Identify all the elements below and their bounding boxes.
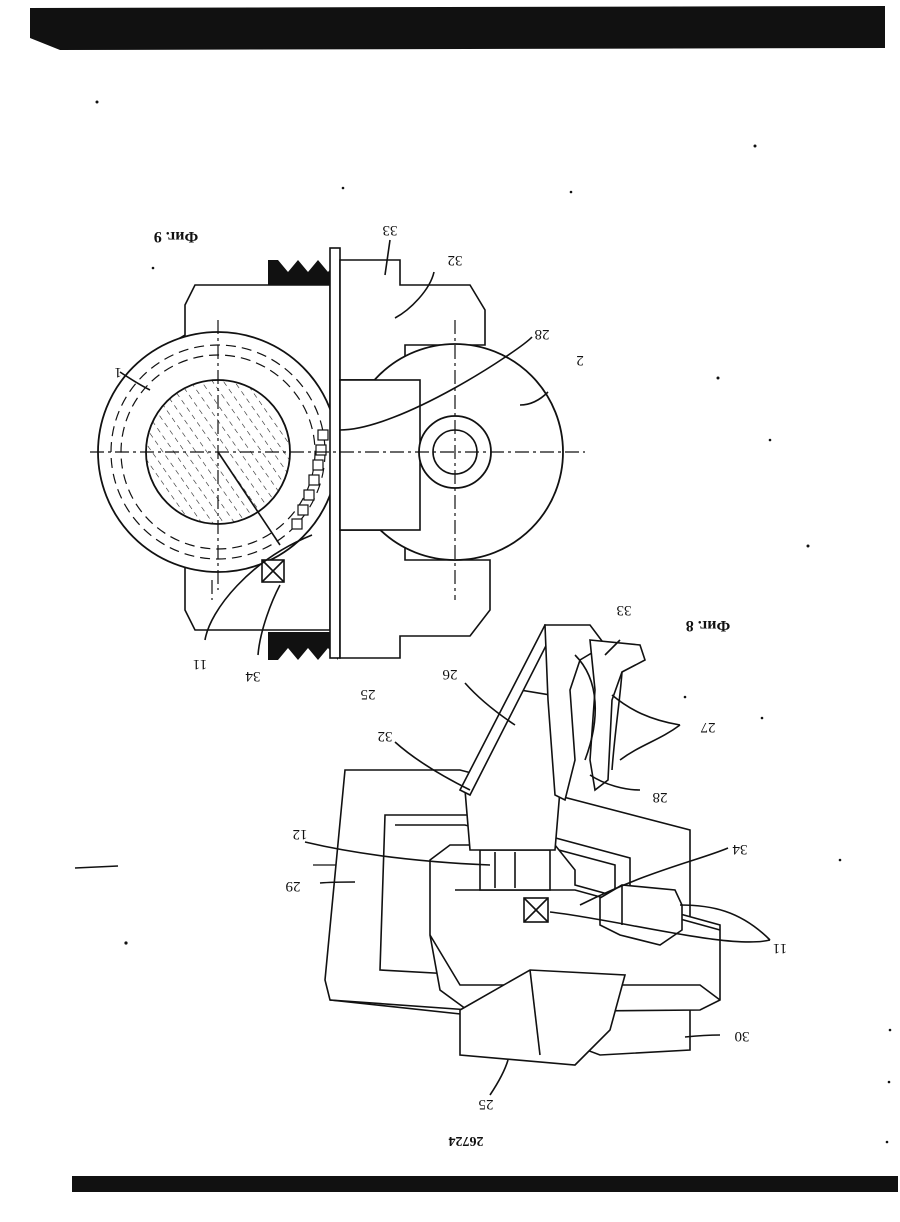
fig8-label-30: 30 (735, 1028, 750, 1044)
central-block-front (340, 380, 420, 530)
fig8-label-11: 11 (773, 940, 787, 956)
bottom-scan-bar (72, 1176, 898, 1192)
page-number: 26724 (449, 1133, 484, 1148)
fig9-label-33: 33 (383, 222, 398, 238)
top-scan-bar (30, 6, 885, 50)
fig8-label-34: 34 (732, 841, 748, 857)
comb-teeth-top (268, 260, 338, 285)
fig8-label-29: 29 (286, 878, 301, 894)
fig8-label-32: 32 (378, 728, 393, 744)
fig9-label-28: 28 (535, 326, 550, 342)
fig8-label-12: 12 (293, 826, 308, 842)
fig8-label-26: 26 (442, 666, 458, 682)
fig8-label-25: 25 (479, 1096, 494, 1112)
comb-teeth-bottom (268, 632, 338, 660)
fig8-label-27: 27 (700, 719, 716, 735)
figure-9-drawing (90, 240, 585, 660)
fig8-label-28: 28 (653, 789, 668, 805)
fig9-label-25: 25 (361, 686, 376, 702)
fig9-label-32: 32 (448, 252, 463, 268)
fig9-label-1: 1 (114, 364, 122, 380)
vertical-plate (330, 248, 340, 658)
figure-8-caption: Фиг. 8 (686, 617, 730, 634)
fig9-label-2: 2 (576, 352, 584, 368)
figure-9-caption: Фиг. 9 (154, 228, 198, 245)
fig8-label-33: 33 (617, 602, 632, 618)
fig9-label-11: 11 (193, 656, 207, 672)
fig9-label-34: 34 (245, 668, 261, 684)
